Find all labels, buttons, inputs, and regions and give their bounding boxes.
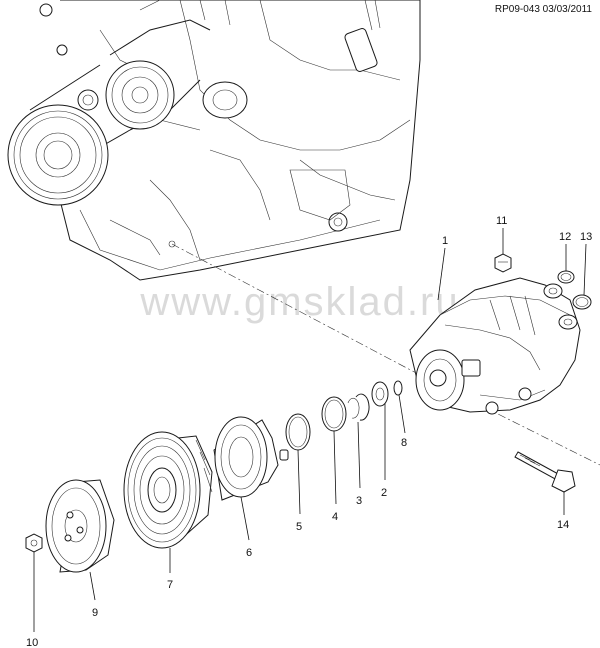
- o-ring: [285, 413, 311, 451]
- callout-12: 12: [559, 231, 571, 243]
- callout-10: 10: [26, 637, 38, 648]
- shaft-seal: [371, 381, 389, 407]
- watermark: www.gmsklad.ru: [140, 280, 460, 324]
- callout-13: 13: [580, 231, 592, 243]
- clutch-plate: [45, 479, 115, 573]
- engine-assembly: [7, 0, 421, 281]
- compressor: [409, 277, 581, 415]
- callout-1: 1: [442, 235, 448, 247]
- callout-7: 7: [167, 579, 173, 591]
- snap-ring: [347, 393, 370, 421]
- clutch-coil: [213, 416, 289, 501]
- callout-5: 5: [296, 521, 302, 533]
- callout-8: 8: [401, 437, 407, 449]
- reference-number: RP09-043 03/03/2011: [494, 4, 592, 15]
- washer: [393, 380, 403, 396]
- relief-valve: [494, 253, 512, 273]
- callout-3: 3: [356, 495, 362, 507]
- callout-2: 2: [381, 487, 387, 499]
- callout-11: 11: [496, 215, 507, 227]
- callout-14: 14: [557, 519, 569, 531]
- callout-numbers: 1 2 3 4 5 6 7 8 9 10 11 12 13 14: [26, 215, 592, 648]
- retaining-ring: [321, 396, 347, 432]
- pulley: [123, 431, 213, 549]
- nut: [25, 533, 43, 553]
- o-rings-ports: [557, 270, 592, 310]
- callout-4: 4: [332, 511, 338, 523]
- callout-9: 9: [92, 607, 98, 619]
- mount-bolt: [514, 451, 576, 493]
- callout-6: 6: [246, 547, 252, 559]
- leader-lines: [33, 228, 587, 632]
